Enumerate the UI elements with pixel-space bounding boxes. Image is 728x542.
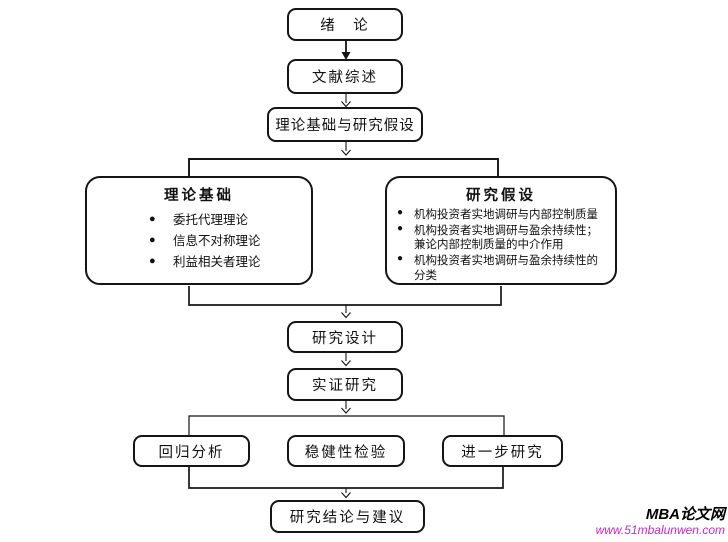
panel-theoretical-basis: 理论基础 ● 委托代理理论 ● 信息不对称理论 ● 利益相关者理论 <box>85 176 313 285</box>
node-theory-and-hypothesis: 理论基础与研究假设 <box>267 107 423 142</box>
node-research-design-label: 研究设计 <box>312 330 378 347</box>
watermark: MBA论文网 www.51mbalunwen.com <box>596 507 725 537</box>
research-hypotheses-list: ● 机构投资者实地调研与内部控制质量 ● 机构投资者实地调研与盈余持续性；兼论内… <box>397 207 607 284</box>
list-item-text: 机构投资者实地调研与内部控制质量 <box>414 209 598 221</box>
node-empirical-research: 实证研究 <box>287 368 403 401</box>
panel-theoretical-basis-title: 理论基础 <box>164 188 234 204</box>
list-item: ● 机构投资者实地调研与盈余持续性；兼论内部控制质量的中介作用 <box>397 222 607 253</box>
node-further-research: 进一步研究 <box>442 435 563 467</box>
list-item-text: 机构投资者实地调研与盈余持续性的分类 <box>414 255 598 282</box>
node-literature-review-label: 文献综述 <box>312 70 378 86</box>
list-item-text: 委托代理理论 <box>173 213 249 227</box>
list-item: ● 机构投资者实地调研与盈余持续性的分类 <box>397 253 607 283</box>
node-regression-analysis: 回归分析 <box>133 435 250 467</box>
node-empirical-research-label: 实证研究 <box>312 378 378 394</box>
panel-research-hypotheses-title: 研究假设 <box>466 188 536 204</box>
panel-research-hypotheses: 研究假设 ● 机构投资者实地调研与内部控制质量 ● 机构投资者实地调研与盈余持续… <box>385 176 617 285</box>
list-item-text: 利益相关者理论 <box>173 255 261 269</box>
node-research-design: 研究设计 <box>287 321 403 353</box>
list-item: ● 信息不对称理论 <box>149 233 303 249</box>
node-introduction: 绪 论 <box>287 8 403 41</box>
list-item-text: 信息不对称理论 <box>173 234 261 248</box>
bullet-icon: ● <box>397 253 404 265</box>
watermark-site-url: www.51mbalunwen.com <box>595 522 725 537</box>
list-item: ● 机构投资者实地调研与内部控制质量 <box>397 207 607 223</box>
bullet-icon: ● <box>397 222 404 234</box>
bullet-icon: ● <box>149 255 156 267</box>
node-conclusion-suggestions-label: 研究结论与建议 <box>289 510 406 526</box>
list-item: ● 利益相关者理论 <box>149 254 303 270</box>
node-introduction-label: 绪 论 <box>320 18 370 34</box>
bullet-icon: ● <box>149 213 156 225</box>
node-regression-analysis-label: 回归分析 <box>158 444 225 461</box>
list-item: ● 委托代理理论 <box>149 212 303 228</box>
node-literature-review: 文献综述 <box>287 59 403 94</box>
list-item-text: 机构投资者实地调研与盈余持续性；兼论内部控制质量的中介作用 <box>414 224 598 252</box>
node-further-research-label: 进一步研究 <box>461 444 544 461</box>
bullet-icon: ● <box>397 207 404 218</box>
node-robustness-test: 稳健性检验 <box>287 435 405 467</box>
watermark-site-name: MBA论文网 <box>645 506 725 524</box>
bullet-icon: ● <box>149 234 156 246</box>
node-robustness-test-label: 稳健性检验 <box>304 444 388 461</box>
node-conclusion-suggestions: 研究结论与建议 <box>270 500 425 533</box>
theoretical-basis-list: ● 委托代理理论 ● 信息不对称理论 ● 利益相关者理论 <box>149 212 303 270</box>
node-theory-and-hypothesis-label: 理论基础与研究假设 <box>275 118 415 134</box>
